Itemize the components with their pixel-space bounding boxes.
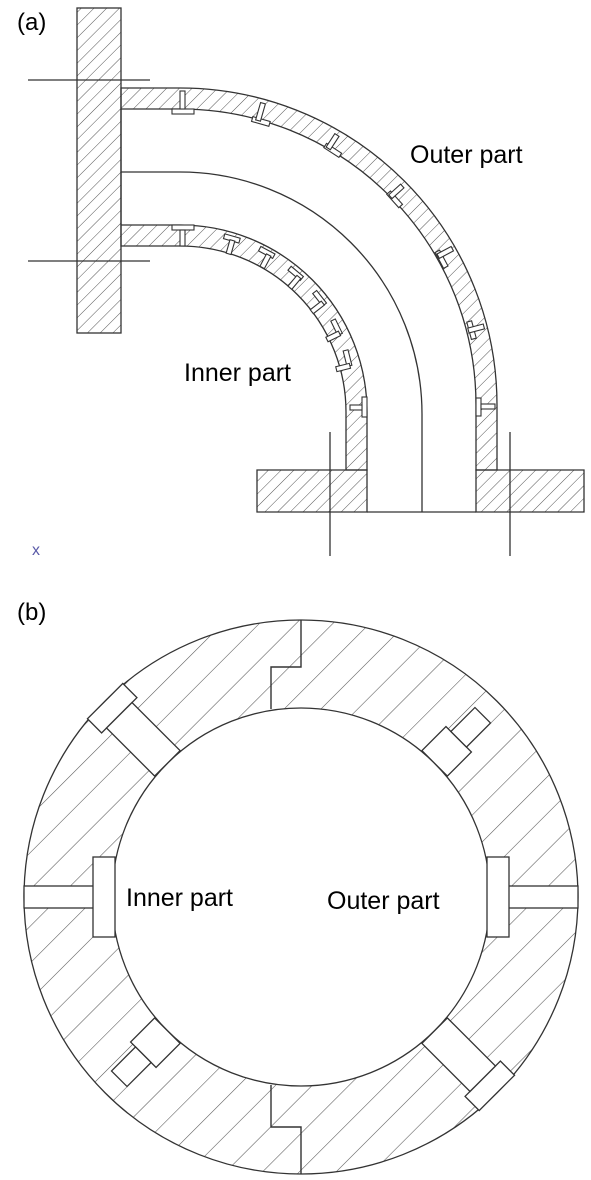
panel-a-label: (a): [17, 9, 46, 36]
panel-b-ring-section: (b) Inner part Outer part: [0, 560, 591, 1180]
panel-a-elbow-section: (a) Outer part Inner part x: [17, 7, 585, 559]
bottom-flange: [256, 469, 585, 513]
parting-joints: [270, 620, 302, 1174]
panel-b-label: (b): [17, 599, 46, 626]
outer-part-label-a: Outer part: [410, 141, 523, 169]
right-block: [486, 856, 510, 938]
parting-line: [121, 171, 423, 512]
elbow-hatched-material: [76, 7, 585, 513]
outer-part-label-b: Outer part: [327, 887, 440, 915]
cursor-marker: x: [32, 542, 40, 559]
right-pin: [507, 885, 579, 909]
left-block: [92, 856, 116, 938]
left-flange: [76, 7, 122, 334]
wall-tabs: [171, 90, 496, 418]
axis-lines: [28, 79, 511, 556]
inner-part-label-b: Inner part: [126, 884, 233, 912]
elbow-outlines: [120, 109, 476, 513]
left-pin: [23, 885, 95, 909]
inner-part-label-a: Inner part: [184, 359, 291, 387]
ring-inserts: [23, 682, 579, 1112]
